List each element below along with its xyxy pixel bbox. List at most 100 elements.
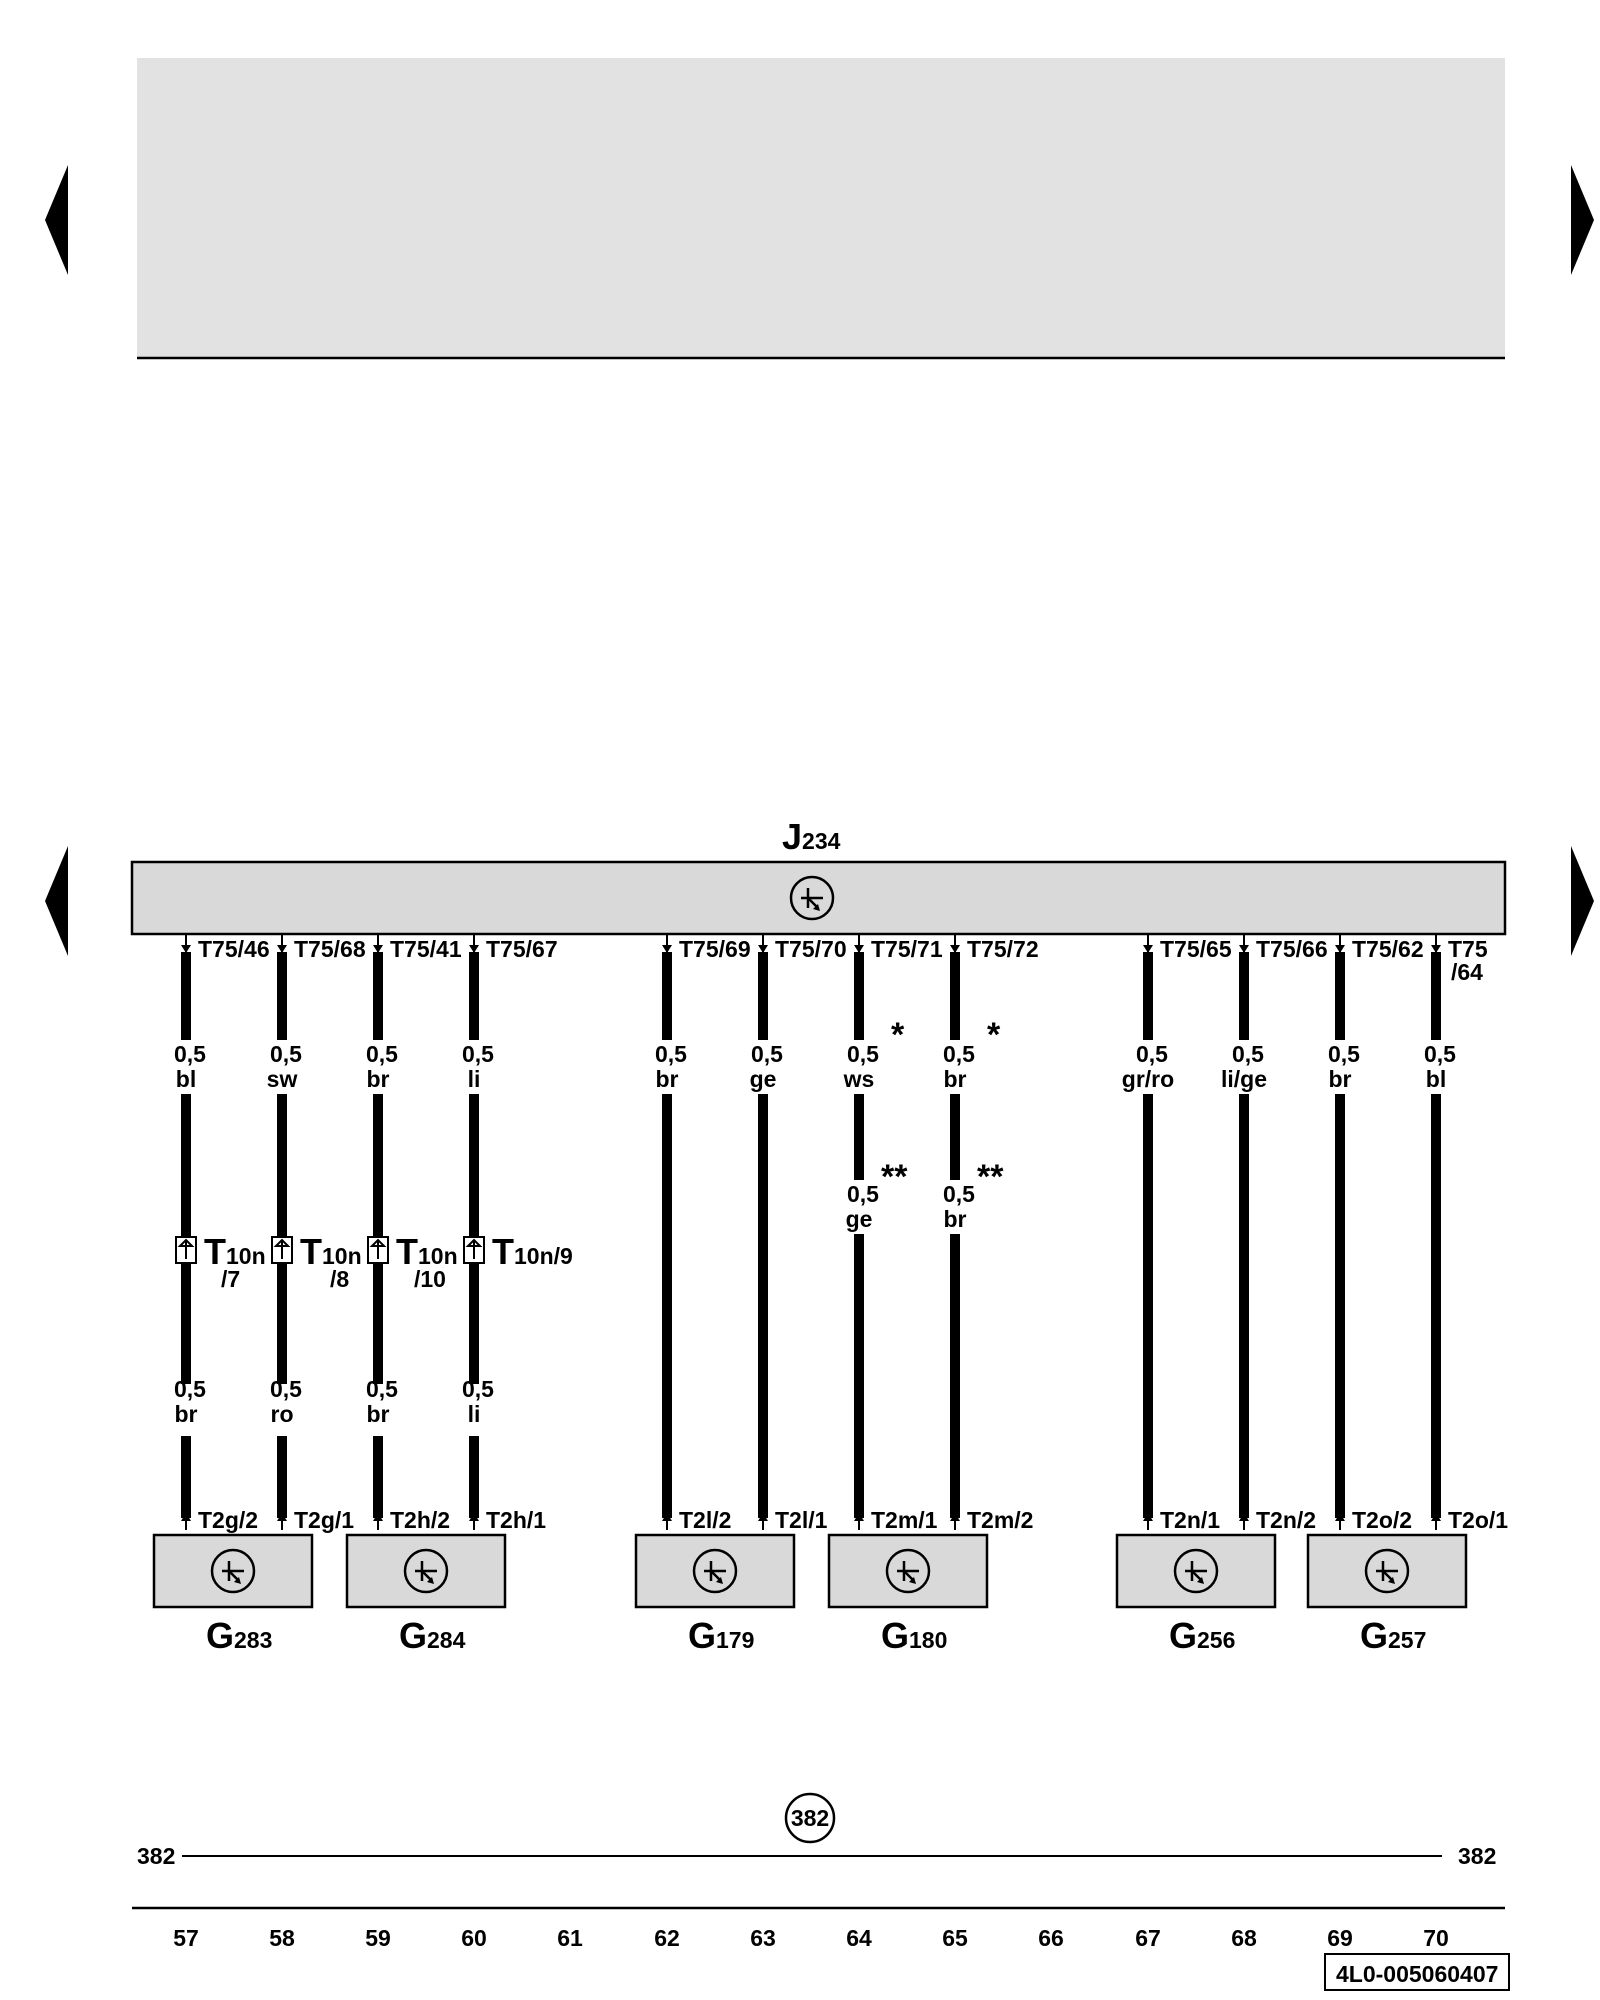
wire-color-label: ge xyxy=(750,1066,777,1092)
footnote-marker: ** xyxy=(881,1158,908,1196)
pin-arrow-icon xyxy=(181,1513,191,1521)
footnote-marker: * xyxy=(891,1016,905,1054)
sensor-label: G256 xyxy=(1169,1615,1235,1656)
connector-label: T10n xyxy=(396,1231,458,1272)
pin-label-top: T75/62 xyxy=(1352,936,1424,962)
wire-color-label: sw xyxy=(267,1066,298,1092)
wire-size-label: 0,5 xyxy=(943,1181,975,1207)
pin-label-top: T75 xyxy=(1448,936,1488,962)
pin-label-top: T75/65 xyxy=(1160,936,1232,962)
pin-arrow-icon xyxy=(1239,945,1249,953)
pin-label-bottom: T2o/1 xyxy=(1448,1507,1508,1533)
drawing-id-box xyxy=(1324,1953,1510,1991)
pin-label-bottom: T2m/2 xyxy=(967,1507,1033,1533)
wire-size-label: 0,5 xyxy=(174,1041,206,1067)
pin-arrow-icon xyxy=(854,945,864,953)
next-page-arrow-icon[interactable] xyxy=(1571,165,1594,275)
track-number: 60 xyxy=(461,1925,487,1951)
pin-arrow-icon xyxy=(277,1513,287,1521)
track-number: 69 xyxy=(1327,1925,1353,1951)
wire-size-label: 0,5 xyxy=(462,1041,494,1067)
wire-size-label: 0,5 xyxy=(366,1376,398,1402)
wire-size-label: 0,5 xyxy=(847,1041,879,1067)
pin-label-bottom: T2m/1 xyxy=(871,1507,938,1533)
wire-size-label: 0,5 xyxy=(751,1041,783,1067)
connector-pin-label: /8 xyxy=(330,1266,349,1292)
track-number: 62 xyxy=(654,1925,680,1951)
track-number: 65 xyxy=(942,1925,968,1951)
pin-arrow-icon xyxy=(1431,1513,1441,1521)
wire-size-label: 0,5 xyxy=(943,1041,975,1067)
pin-label-top: T75/68 xyxy=(294,936,366,962)
pin-label-bottom: T2n/1 xyxy=(1160,1507,1220,1533)
pin-arrow-icon xyxy=(854,1513,864,1521)
pin-label-bottom: T2l/1 xyxy=(775,1507,828,1533)
sensor-label: G257 xyxy=(1360,1615,1426,1656)
pin-arrow-icon xyxy=(1239,1513,1249,1521)
wires xyxy=(175,934,1441,1530)
pin-label-bottom: T2n/2 xyxy=(1256,1507,1316,1533)
wire-color-label: br xyxy=(944,1206,967,1232)
pin-label-top: T75/66 xyxy=(1256,936,1328,962)
track-number: 70 xyxy=(1423,1925,1449,1951)
track-number: 59 xyxy=(365,1925,391,1951)
pin-label-bottom: T2g/2 xyxy=(198,1507,258,1533)
wire-color-label: ro xyxy=(271,1401,294,1427)
pin-label-top: /64 xyxy=(1451,959,1483,985)
pin-label-bottom: T2h/2 xyxy=(390,1507,450,1533)
wire-size-label: 0,5 xyxy=(174,1376,206,1402)
wire-size-label: 0,5 xyxy=(1136,1041,1168,1067)
footnote-marker: ** xyxy=(977,1158,1004,1196)
wire-color-label: bl xyxy=(1426,1066,1446,1092)
pin-arrow-icon xyxy=(758,945,768,953)
connector-pin-label: /10 xyxy=(414,1266,446,1292)
track-number: 61 xyxy=(557,1925,583,1951)
pin-arrow-icon xyxy=(469,945,479,953)
prev-section-arrow-icon[interactable] xyxy=(45,846,68,956)
wire-color-label: br xyxy=(656,1066,679,1092)
sensor-label: G283 xyxy=(206,1615,272,1656)
track-number: 64 xyxy=(846,1925,872,1951)
next-section-arrow-icon[interactable] xyxy=(1571,846,1594,956)
pin-label-top: T75/69 xyxy=(679,936,751,962)
connector-label: T10n/9 xyxy=(492,1231,573,1272)
pin-label-top: T75/70 xyxy=(775,936,847,962)
ground-left-label: 382 xyxy=(137,1843,175,1869)
wire-size-label: 0,5 xyxy=(462,1376,494,1402)
sensor-label: G180 xyxy=(881,1615,947,1656)
track-number: 63 xyxy=(750,1925,776,1951)
connector-label: T10n xyxy=(204,1231,266,1272)
wire-color-label: li xyxy=(468,1066,481,1092)
pin-arrow-icon xyxy=(950,1513,960,1521)
connector-icon xyxy=(175,1236,197,1264)
pin-arrow-icon xyxy=(1431,945,1441,953)
pin-arrow-icon xyxy=(373,945,383,953)
wire-color-label: br xyxy=(175,1401,198,1427)
pin-arrow-icon xyxy=(950,945,960,953)
wire-color-label: bl xyxy=(176,1066,196,1092)
pin-label-top: T75/72 xyxy=(967,936,1039,962)
wire-color-label: ge xyxy=(846,1206,873,1232)
pin-label-top: T75/41 xyxy=(390,936,462,962)
pin-label-bottom: T2o/2 xyxy=(1352,1507,1412,1533)
pin-arrow-icon xyxy=(469,1513,479,1521)
wire-color-label: li/ge xyxy=(1221,1066,1267,1092)
track-number: 66 xyxy=(1038,1925,1064,1951)
track-number: 57 xyxy=(173,1925,199,1951)
pin-arrow-icon xyxy=(662,1513,672,1521)
sensor-label: G284 xyxy=(399,1615,466,1656)
drawing-id: 4L0-005060407 xyxy=(1336,1961,1498,1987)
sensor-label: G179 xyxy=(688,1615,754,1656)
pin-arrow-icon xyxy=(662,945,672,953)
track-number: 68 xyxy=(1231,1925,1257,1951)
pin-label-top: T75/46 xyxy=(198,936,270,962)
pin-label-top: T75/67 xyxy=(486,936,558,962)
prev-page-arrow-icon[interactable] xyxy=(45,165,68,275)
track-number: 67 xyxy=(1135,1925,1161,1951)
pin-label-bottom: T2g/1 xyxy=(294,1507,354,1533)
control-unit-label: J234 xyxy=(782,816,841,857)
pin-arrow-icon xyxy=(1335,1513,1345,1521)
wire-size-label: 0,5 xyxy=(1232,1041,1264,1067)
